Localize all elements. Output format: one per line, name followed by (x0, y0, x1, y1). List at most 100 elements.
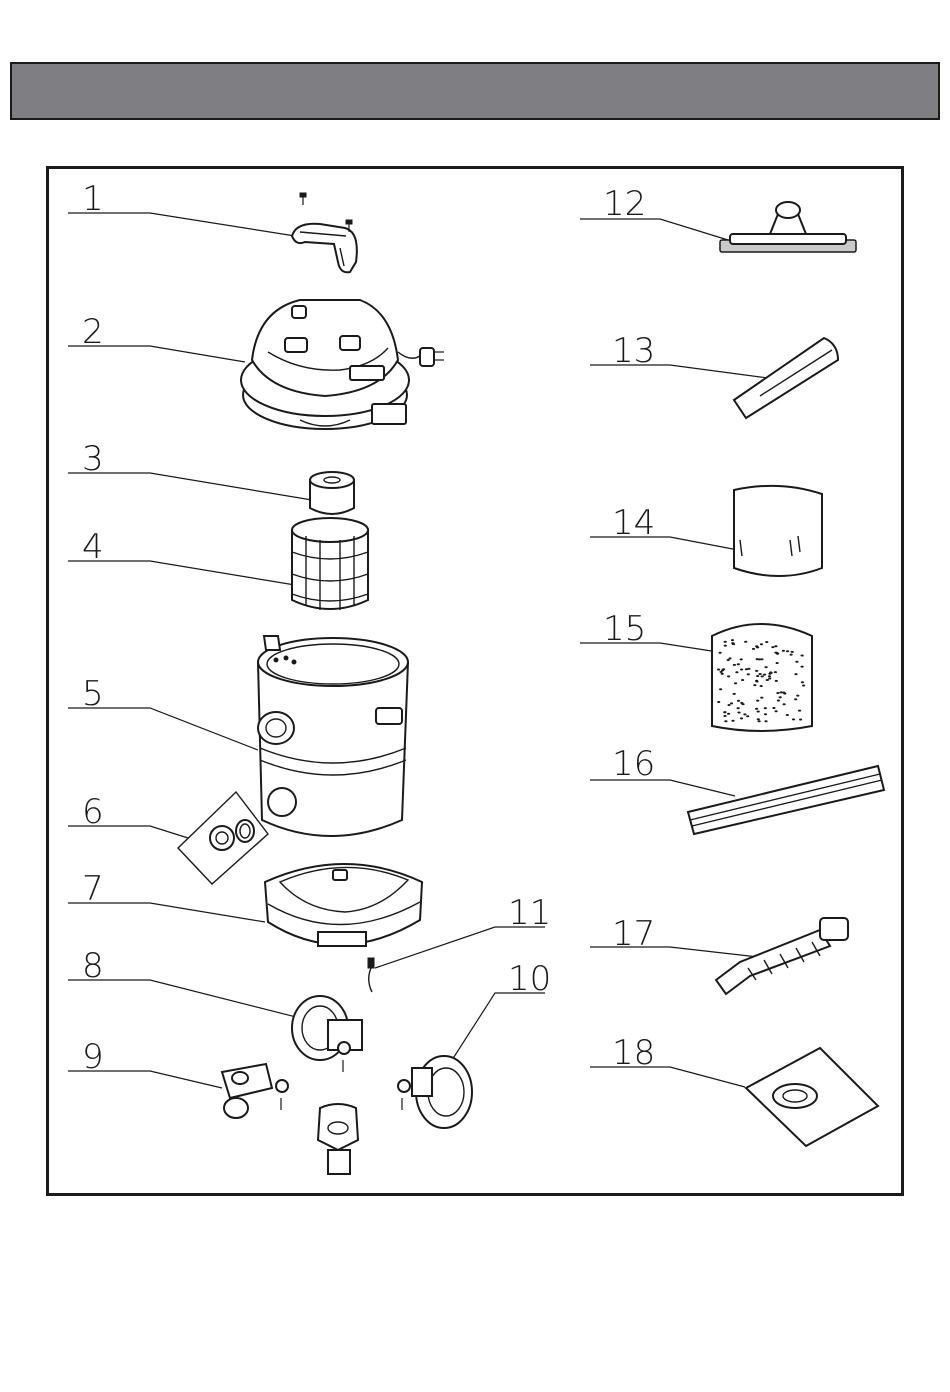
callout-8: 8 (68, 946, 300, 1018)
foam-dot (774, 645, 777, 647)
foam-dot (756, 675, 759, 677)
foam-dot (760, 697, 763, 699)
foam-dot (772, 707, 775, 709)
callout-9: 9 (68, 1037, 222, 1088)
foam-dot (801, 655, 804, 657)
foam-dot (755, 708, 758, 710)
foam-dot (795, 661, 798, 663)
foam-dot (743, 713, 746, 715)
foam-dot (719, 688, 722, 690)
foam-dot (775, 680, 778, 682)
foam-dot (731, 642, 734, 644)
foam-dot (761, 675, 764, 677)
foam-dot (765, 666, 768, 668)
callout-6: 6 (68, 792, 188, 838)
foam-dot (782, 650, 785, 652)
foam-dot (744, 641, 747, 643)
foam-dot (758, 720, 761, 722)
foam-dot (737, 663, 740, 665)
part-crevice-nozzle (734, 338, 838, 418)
foam-dot (798, 710, 801, 712)
foam-dot (728, 657, 731, 659)
part-connector-set (178, 792, 268, 884)
part-floor-brush (720, 202, 856, 252)
foam-dot (786, 650, 789, 652)
part-foam-sleeve (712, 624, 812, 731)
foam-dot (791, 651, 794, 653)
foam-dot (740, 702, 743, 704)
callout-14: 14 (590, 503, 738, 550)
foam-dot (723, 715, 726, 717)
screw-icon (300, 193, 306, 205)
foam-dot (740, 669, 743, 671)
callout-2: 2 (68, 312, 245, 362)
foam-dot (755, 680, 758, 682)
part-filter-bag (734, 486, 822, 576)
foam-dot (753, 684, 756, 686)
foam-dot (776, 653, 779, 655)
foam-dot (740, 658, 743, 660)
foam-dot (735, 671, 738, 673)
foam-dot (733, 664, 736, 666)
callout-3: 3 (68, 439, 312, 500)
foam-dot (740, 717, 743, 719)
part-extension-tube (688, 766, 884, 834)
foam-dot (790, 654, 793, 656)
foam-dot (746, 715, 749, 717)
foam-dot (786, 714, 789, 716)
foam-dot (731, 639, 734, 641)
foam-dot (757, 711, 760, 713)
part-base-ring (265, 864, 422, 946)
foam-dot (733, 693, 736, 695)
callout-4: 4 (68, 527, 295, 585)
foam-dot (717, 701, 720, 703)
foam-dot (774, 671, 777, 673)
foam-dot (724, 720, 727, 722)
foam-dot (777, 700, 780, 702)
foam-dot (752, 648, 755, 650)
foam-dot (724, 641, 727, 643)
foam-dot (717, 669, 720, 671)
foam-dot (799, 719, 802, 721)
foam-dot (776, 662, 779, 664)
part-foam-filter (310, 472, 354, 514)
callout-12: 12 (580, 184, 728, 240)
callout-15: 15 (580, 609, 718, 652)
foam-dot (757, 718, 760, 720)
callout-17: 17 (590, 914, 758, 957)
callout-number: 16 (612, 744, 655, 784)
part-wheel (398, 1056, 472, 1128)
foam-dot (760, 643, 763, 645)
part-handle (292, 193, 357, 272)
foam-dot (730, 702, 733, 704)
callout-7: 7 (68, 869, 265, 922)
foam-dot (775, 710, 778, 712)
foam-dot (731, 720, 734, 722)
foam-dot (792, 718, 795, 720)
foam-dot (737, 707, 740, 709)
foam-dot (721, 673, 724, 675)
foam-dot (801, 681, 804, 683)
callout-5: 5 (68, 674, 258, 750)
callout-18: 18 (590, 1033, 745, 1087)
callout-13: 13 (590, 331, 768, 378)
foam-dot (758, 658, 761, 660)
foam-dot (765, 641, 768, 643)
foam-dot (794, 673, 797, 675)
foam-dot (760, 685, 763, 687)
callout-number: 17 (612, 914, 655, 954)
foam-dot (737, 700, 740, 702)
foam-dot (727, 675, 730, 677)
foam-dot (771, 646, 774, 648)
part-filter-cage (292, 518, 368, 610)
foam-dot (734, 682, 737, 684)
part-motor-head (241, 300, 444, 429)
foam-dot (719, 652, 722, 654)
foam-dot (802, 685, 805, 687)
foam-dot (759, 673, 762, 675)
foam-dot (755, 670, 758, 672)
foam-dot (747, 673, 750, 675)
foam-dot (745, 668, 748, 670)
foam-dot (764, 720, 767, 722)
